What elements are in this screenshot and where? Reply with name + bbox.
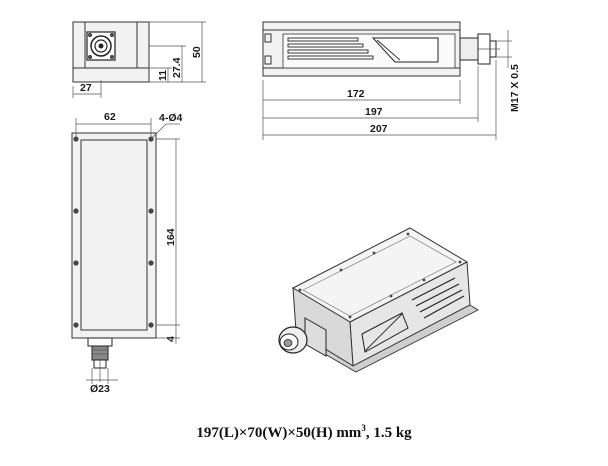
front-height-total-label: 50: [191, 46, 203, 58]
side-view: M17 X 0.5 172 197 207: [262, 21, 521, 140]
caption-superscript: 3: [361, 423, 366, 433]
top-width-label: 62: [104, 111, 116, 123]
length-172-label: 172: [347, 88, 365, 100]
side-connector: [459, 37, 479, 61]
iso-screws: [298, 232, 462, 319]
length-207-label: 207: [370, 123, 388, 135]
front-height-27-label: 27.4: [171, 57, 183, 78]
iso-fins: [411, 277, 465, 319]
holes-label: 4-Ø4: [159, 112, 183, 124]
top-view: Ø23 62 4-Ø4 164 4: [71, 111, 183, 395]
front-view: 27 11 27.4 50: [72, 21, 206, 98]
cooling-fins: [287, 37, 374, 60]
caption-dims: 197(L)×70(W)×50(H) mm: [196, 425, 362, 441]
thread-label: M17 X 0.5: [509, 64, 521, 112]
top-length-label: 164: [165, 228, 177, 246]
front-height-11-label: 11: [157, 70, 169, 81]
front-width-label: 27: [80, 82, 92, 94]
length-197-label: 197: [365, 106, 383, 118]
top-offset-label: 4: [165, 336, 177, 342]
caption-weight: , 1.5 kg: [365, 425, 412, 441]
caption: 197(L)×70(W)×50(H) mm3, 1.5 kg: [0, 423, 608, 442]
isometric-view: [278, 227, 479, 373]
diameter-label: Ø23: [90, 383, 110, 395]
